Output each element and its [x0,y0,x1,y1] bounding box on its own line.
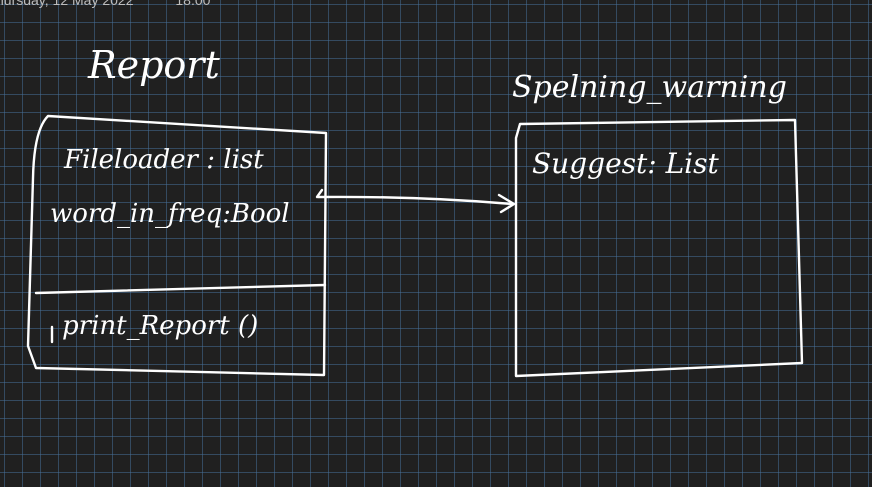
association-arrow [315,188,516,214]
class-report-attribute-1: Fileloader : list [63,145,264,175]
class-report-method-1: print_Report () [62,311,258,341]
header-date: nursday, 12 May 2022 [0,0,134,8]
header-time: 18:00 [175,0,211,8]
arrow-line [316,195,514,206]
page-header: nursday, 12 May 2022 18:00 [0,0,210,8]
arrow-tail-mark [315,188,324,199]
class-spelning-warning-attribute-1: Suggest: List [532,147,720,180]
class-report-title: Report [87,43,220,87]
class-spelning-warning-title: Spelning_warning [512,70,787,105]
arrow-head [497,193,516,214]
class-report: Report Fileloader : list word_in_freq:Bo… [26,43,328,377]
class-spelning-warning: Spelning_warning Suggest: List [512,70,804,378]
class-report-box [26,114,328,377]
class-report-divider [34,283,327,295]
class-report-attribute-2: word_in_freq:Bool [50,199,290,229]
class-spelning-warning-box [514,118,804,378]
